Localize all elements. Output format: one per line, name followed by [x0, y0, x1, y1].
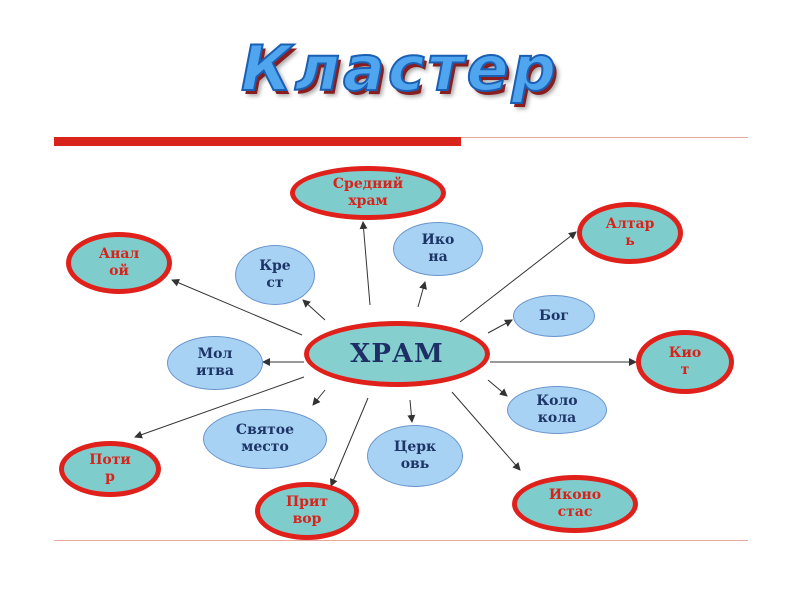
arrow-to-altar [459, 231, 577, 323]
node-sredniy-khram: Средний храм [290, 166, 446, 220]
arrow-to-sredniy [359, 221, 371, 306]
node-tserkov: Церк овь [367, 425, 463, 487]
arrow-to-ikona [417, 281, 427, 308]
arrow-to-pritvor [330, 397, 369, 487]
arrow-to-tserkov [407, 399, 416, 423]
center-node-khram: ХРАМ [304, 321, 490, 387]
top-accent-bar [54, 137, 461, 146]
node-bog: Бог [513, 295, 595, 337]
arrow-to-krest [302, 299, 326, 321]
node-ikona: Ико на [393, 222, 483, 276]
node-potir: Поти р [59, 441, 161, 497]
arrow-to-potir [134, 376, 305, 439]
bottom-divider-line [54, 540, 748, 541]
arrow-to-ikonostas [451, 391, 521, 471]
node-kolokola: Коло кола [507, 386, 607, 434]
node-ikonostas: Иконо стас [512, 475, 638, 533]
node-svyatoe-mesto: Святое место [203, 409, 327, 469]
node-molitva: Мол итва [167, 336, 263, 390]
node-pritvor: Прит вор [255, 482, 359, 540]
arrow-to-bog [487, 319, 513, 334]
node-altar: Алтар ь [577, 202, 683, 264]
cluster-title: Кластер [240, 31, 560, 106]
arrow-to-svyatoe [312, 389, 326, 406]
node-krest: Кре ст [235, 245, 315, 305]
node-kiot: Кио т [636, 330, 734, 394]
arrow-to-kolokola [487, 379, 508, 397]
node-analoy: Анал ой [66, 232, 172, 294]
arrow-to-analoy [171, 279, 303, 336]
